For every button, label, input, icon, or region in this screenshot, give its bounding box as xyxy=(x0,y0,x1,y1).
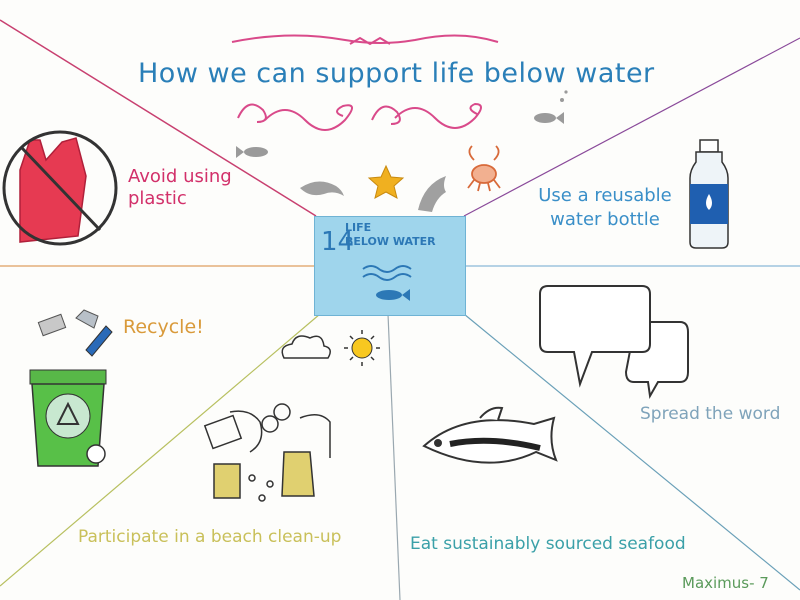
dolphin-icon xyxy=(300,181,344,196)
dolphin-icon xyxy=(418,176,446,212)
divider-line xyxy=(463,37,800,217)
tip-spread-word: Spread the word xyxy=(640,404,781,424)
divider-line xyxy=(463,313,800,591)
divider-line xyxy=(387,313,401,600)
waves-fish-icon xyxy=(362,265,412,301)
beach-cleanup-icon xyxy=(203,403,331,502)
page-title: How we can support life below water xyxy=(138,58,655,89)
fish-icon xyxy=(236,90,568,158)
water-bottle-icon xyxy=(689,139,729,249)
starfish-icon xyxy=(367,164,405,199)
divider-line xyxy=(0,19,317,217)
signature: Maximus- 7 xyxy=(682,574,769,592)
speech-bubbles-icon xyxy=(539,285,689,400)
ornament-scroll-icon xyxy=(237,102,482,131)
divider-line xyxy=(0,313,321,587)
ornament-top-icon xyxy=(231,34,499,46)
sdg-number: 14 xyxy=(321,227,355,257)
sun-icon xyxy=(344,330,380,366)
sdg-label-line1: LIFE xyxy=(345,221,372,234)
tip-reusable-bottle: Use a reusable water bottle xyxy=(538,185,672,230)
seafood-fish-icon xyxy=(422,406,558,464)
sdg-label-line2: BELOW WATER xyxy=(345,235,436,248)
tip-recycle: Recycle! xyxy=(123,316,204,338)
tip-beach-cleanup: Participate in a beach clean-up xyxy=(78,527,342,547)
sdg14-badge: 14 LIFE BELOW WATER xyxy=(314,216,466,316)
tip-avoid-plastic: Avoid using plastic xyxy=(128,166,232,209)
no-plastic-bag-icon xyxy=(2,130,118,246)
crab-icon xyxy=(467,145,501,192)
recycling-bin-icon xyxy=(29,309,113,467)
cloud-icon xyxy=(281,335,331,359)
tip-sustainable-seafood: Eat sustainably sourced seafood xyxy=(410,534,686,554)
